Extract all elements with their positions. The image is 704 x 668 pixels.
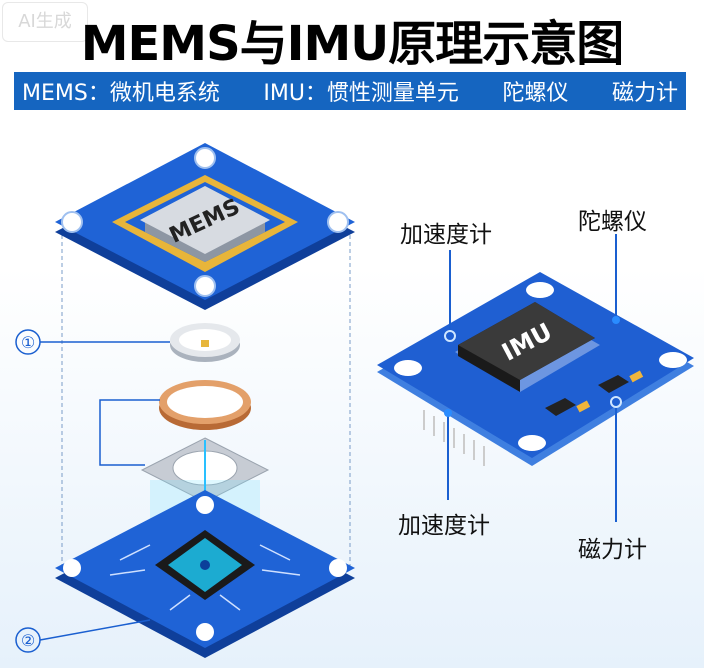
imu-board: IMU: [377, 272, 694, 466]
mems-top-board: MEMS: [55, 143, 355, 310]
page-title: MEMS与IMU原理示意图: [80, 16, 625, 72]
copper-ring: [159, 380, 251, 430]
label-accelerometer-bottom: 加速度计: [398, 513, 490, 539]
small-ring: [170, 323, 240, 362]
bracket-line: [99, 399, 160, 466]
banner-item-gyro: 陀螺仪: [502, 81, 569, 106]
label-magnetometer: 磁力计: [578, 537, 647, 563]
marker-1: [15, 329, 170, 355]
callout-lines: [447, 234, 617, 522]
marker-2: [15, 619, 151, 653]
banner-item-mems: MEMS：微机电系统: [22, 81, 220, 106]
banner-item-imu: IMU：惯性测量单元: [263, 81, 459, 106]
marker-1-label: ①: [21, 333, 35, 352]
label-gyroscope: 陀螺仪: [578, 209, 647, 235]
label-accelerometer-top: 加速度计: [400, 222, 492, 248]
mems-bottom-board: [55, 490, 355, 658]
marker-2-label: ②: [21, 631, 35, 650]
ai-generated-watermark: AI生成: [2, 2, 88, 42]
banner-item-magnetometer: 磁力计: [611, 81, 678, 106]
legend-banner: MEMS：微机电系统 IMU：惯性测量单元 陀螺仪 磁力计: [14, 72, 686, 110]
